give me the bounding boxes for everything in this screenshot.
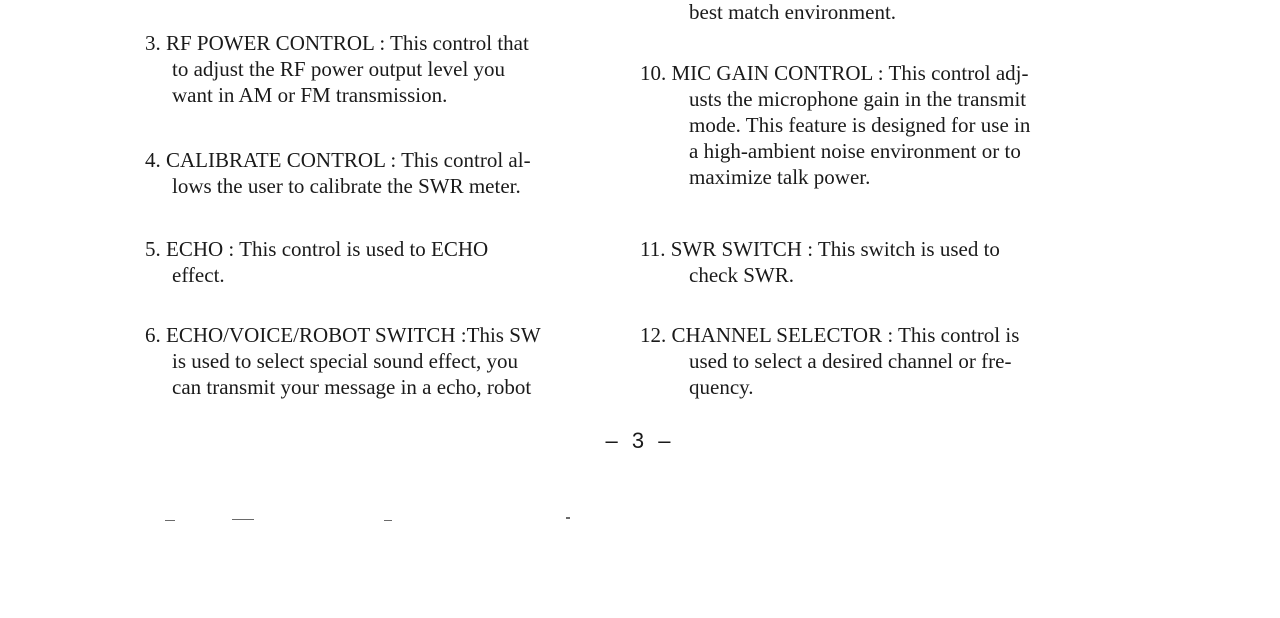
item-rf-power-control: 3. RF POWER CONTROL : This control that … [145, 30, 625, 108]
continuation-line: best match environment. [689, 0, 897, 24]
item-echo-voice-robot-switch: 6. ECHO/VOICE/ROBOT SWITCH :This SW is u… [145, 322, 625, 400]
item-line: can transmit your message in a echo, rob… [172, 375, 532, 399]
scan-speck [165, 520, 175, 521]
item-swr-switch: 11. SWR SWITCH : This switch is used to … [640, 236, 1140, 288]
item-line: used to select a desired channel or fre- [689, 349, 1012, 373]
item-line: 6. ECHO/VOICE/ROBOT SWITCH :This SW [145, 323, 541, 347]
item-line: 4. CALIBRATE CONTROL : This control al- [145, 148, 531, 172]
item-line: a high-ambient noise environment or to [689, 139, 1021, 163]
item-line: to adjust the RF power output level you [172, 57, 506, 81]
item-line: quency. [689, 375, 754, 399]
item-line: check SWR. [689, 263, 794, 287]
item-line: lows the user to calibrate the SWR meter… [172, 174, 521, 198]
item-line: maximize talk power. [689, 165, 871, 189]
item-echo: 5. ECHO : This control is used to ECHO e… [145, 236, 625, 288]
item-line: 11. SWR SWITCH : This switch is used to [640, 237, 1000, 261]
item-line: is used to select special sound effect, … [172, 349, 519, 373]
item-calibrate-control: 4. CALIBRATE CONTROL : This control al- … [145, 147, 625, 199]
page-number: – 3 – [605, 428, 675, 453]
item-line: effect. [172, 263, 225, 287]
item-channel-selector: 12. CHANNEL SELECTOR : This control is u… [640, 322, 1140, 400]
item-line: 12. CHANNEL SELECTOR : This control is [640, 323, 1020, 347]
item-line: 3. RF POWER CONTROL : This control that [145, 31, 529, 55]
continuation-text: best match environment. [640, 0, 1140, 25]
scan-speck [566, 517, 570, 519]
scan-specks [0, 517, 1280, 525]
item-line: want in AM or FM transmission. [172, 83, 448, 107]
scan-speck [384, 520, 392, 521]
scan-speck [232, 519, 254, 520]
item-line: 10. MIC GAIN CONTROL : This control adj- [640, 61, 1029, 85]
item-line: 5. ECHO : This control is used to ECHO [145, 237, 489, 261]
item-line: mode. This feature is designed for use i… [689, 113, 1031, 137]
item-mic-gain-control: 10. MIC GAIN CONTROL : This control adj-… [640, 60, 1140, 190]
item-line: usts the microphone gain in the transmit [689, 87, 1027, 111]
